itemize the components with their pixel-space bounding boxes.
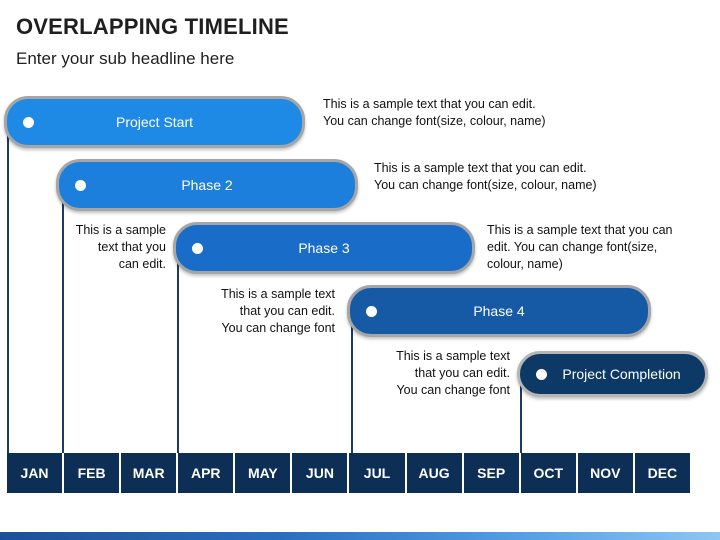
stage-label: Project Completion	[562, 366, 681, 382]
description-phase-3-right: This is a sample text that you can edit.…	[487, 223, 673, 271]
month-mar: MAR	[121, 453, 177, 493]
footer-band	[0, 532, 720, 540]
bullet-icon	[75, 179, 86, 191]
connector-line-completion	[520, 374, 522, 453]
stage-project-start: Project Start	[4, 96, 305, 148]
month-jul: JUL	[349, 453, 405, 493]
page-subtitle: Enter your sub headline here	[16, 49, 235, 68]
month-bar: JAN FEB MAR APR MAY JUN JUL AUG SEP OCT …	[7, 453, 690, 493]
month-sep: SEP	[463, 453, 519, 493]
connector-line-start	[7, 122, 9, 453]
bullet-icon	[23, 116, 34, 128]
month-oct: OCT	[520, 453, 576, 493]
bullet-icon	[366, 305, 377, 317]
month-may: MAY	[235, 453, 291, 493]
description-phase-4: This is a sample text that you can edit.…	[221, 287, 335, 335]
description-phase-2: This is a sample text that you can edit.…	[374, 161, 597, 192]
month-jun: JUN	[292, 453, 348, 493]
bullet-icon	[192, 242, 203, 254]
stage-phase-2: Phase 2	[56, 159, 358, 211]
connector-line-phase3	[177, 248, 179, 453]
month-jan: JAN	[7, 453, 63, 493]
month-feb: FEB	[64, 453, 120, 493]
connector-line-phase2	[62, 185, 64, 453]
month-nov: NOV	[577, 453, 633, 493]
stage-label: Phase 2	[181, 177, 233, 193]
stage-label: Phase 3	[298, 240, 350, 256]
month-dec: DEC	[634, 453, 690, 493]
stage-phase-4: Phase 4	[347, 285, 651, 337]
stage-project-completion: Project Completion	[517, 351, 708, 397]
stage-label: Project Start	[115, 114, 194, 130]
description-project-completion: This is a sample text that you can edit.…	[396, 349, 510, 397]
description-project-start: This is a sample text that you can edit.…	[323, 97, 546, 128]
month-apr: APR	[178, 453, 234, 493]
connector-line-phase4	[351, 311, 353, 453]
description-phase-3-left: This is a sample text that you can edit.	[75, 223, 166, 271]
bullet-icon	[536, 368, 547, 380]
page-title: OVERLAPPING TIMELINE	[16, 14, 289, 39]
stage-phase-3: Phase 3	[173, 222, 475, 274]
month-aug: AUG	[406, 453, 462, 493]
stage-label: Phase 4	[473, 303, 525, 319]
